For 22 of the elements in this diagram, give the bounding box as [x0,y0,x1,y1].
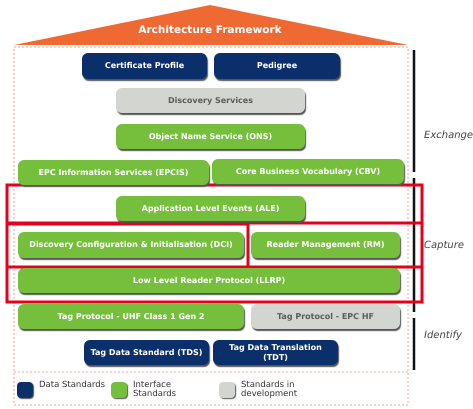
standard-block: Core Business Vocabulary (CBV) [212,159,404,184]
standard-block: Tag Protocol - EPC HF [251,304,400,329]
layer-label: Capture [424,240,464,251]
roof-triangle [14,5,408,45]
layer-label: Identify [424,330,462,341]
standard-block: Low Level Reader Protocol (LLRP) [18,268,400,293]
roof-title: Architecture Framework [137,24,283,36]
standard-block: EPC Information Services (EPCIS) [18,160,209,185]
standard-block: Object Name Service (ONS) [116,124,305,149]
standard-block: Tag Data Translation (TDT) [213,340,338,365]
standard-block: Discovery Services [116,88,305,113]
standard-block: Tag Protocol - UHF Class 1 Gen 2 [18,304,244,329]
standard-block: Reader Management (RM) [251,232,400,258]
layer-label: Exchange [424,130,473,141]
standard-block: Discovery Configuration & Initialisation (DCI) [18,232,244,258]
legend-label: Data Standards [39,381,106,390]
standard-block: Pedigree [214,53,340,79]
legend-label: Standards in development [241,381,298,399]
standard-block: Certificate Profile [82,53,207,79]
standard-block: Tag Data Standard (TDS) [84,340,209,365]
standard-block: Application Level Events (ALE) [116,196,305,221]
legend-label: Interface Standards [133,381,178,399]
